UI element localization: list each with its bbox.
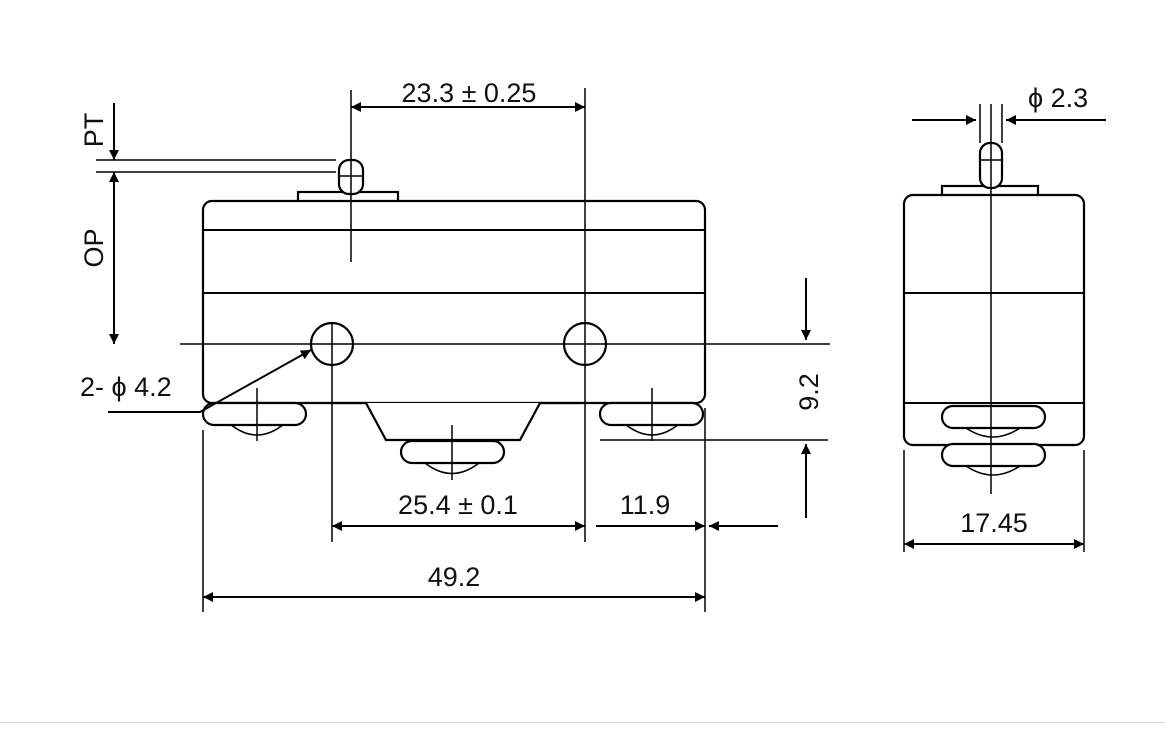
front-view: PT OP 23.3 ± 0.25 2- ϕ 4.2 25.4 ± 0.1 11…: [79, 78, 830, 612]
side-plunger: [940, 141, 1040, 198]
pin-spacing-label: 23.3 ± 0.25: [402, 78, 537, 108]
plunger: [296, 158, 400, 204]
side-view: ϕ 2.3 17.45: [902, 83, 1106, 552]
terminal-height-label: 9.2: [794, 373, 824, 411]
body-length-label: 49.2: [428, 562, 481, 592]
hole-leader-line: [108, 349, 312, 413]
bottom-border-rule: [0, 722, 1165, 723]
switch-body: [201, 199, 707, 405]
pt-label: PT: [79, 113, 109, 148]
plunger-diameter-label: ϕ 2.3: [1028, 83, 1088, 113]
body-width-label: 17.45: [960, 508, 1028, 538]
terminal-left: [201, 401, 308, 436]
terminal-offset-label: 11.9: [620, 490, 671, 520]
op-label: OP: [79, 228, 109, 267]
bottom-boss: [330, 401, 580, 442]
hole-diameter-label: 2- ϕ 4.2: [80, 372, 172, 402]
hole-spacing-label: 25.4 ± 0.1: [398, 490, 518, 520]
side-terminal-lower: [940, 442, 1047, 476]
side-terminal-upper: [940, 404, 1047, 438]
